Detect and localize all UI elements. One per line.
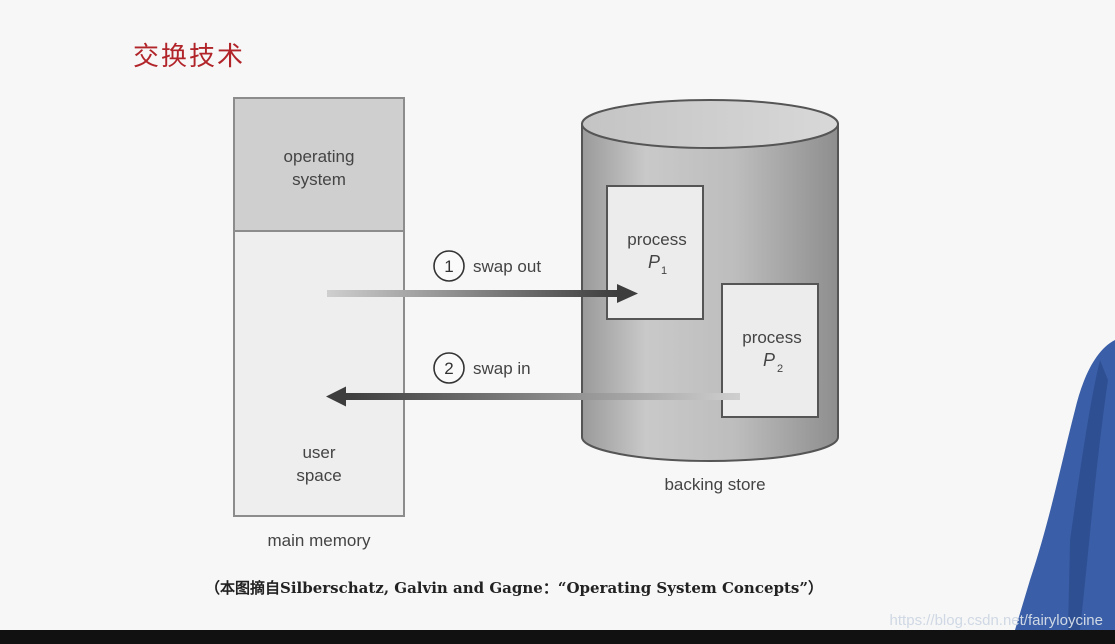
- main-memory-caption: main memory: [267, 531, 371, 550]
- main-memory-block: operating system user space: [233, 97, 405, 517]
- swap-out-arrow: [327, 284, 638, 303]
- slide-title: 交换技术: [133, 42, 246, 72]
- step-2-number: 2: [444, 359, 453, 378]
- swap-in-label-group: 2 swap in: [433, 352, 531, 384]
- process-p1-label: process: [627, 230, 687, 249]
- os-label-line1: operating: [283, 147, 355, 166]
- step-2-circle: [433, 352, 465, 384]
- step-1-circle: [433, 250, 465, 282]
- process-p2-name: P: [763, 350, 775, 370]
- user-space-label-line2: space: [296, 466, 342, 485]
- step-1-number: 1: [444, 257, 453, 276]
- process-p2-label: process: [742, 328, 802, 347]
- swap-diagram: process P 1 process P 2 1 swap out 2: [326, 99, 1115, 630]
- user-space-label-line1: user: [302, 443, 336, 462]
- presenter-figure: [1015, 340, 1115, 630]
- process-p1-box: process P 1: [606, 185, 704, 320]
- source-footnote: （本图摘自Silberschatz, Galvin and Gagne：“Ope…: [205, 579, 823, 597]
- blog-watermark: https://blog.csdn.net/fairyloycine: [889, 612, 1103, 629]
- backing-store-caption: backing store: [664, 475, 766, 494]
- process-p1-name: P: [648, 252, 660, 272]
- slide: 交换技术 operating system user space main me…: [0, 0, 1115, 630]
- os-label-line2: system: [292, 170, 346, 189]
- bottom-bar: [0, 630, 1115, 644]
- swap-in-label: swap in: [473, 359, 531, 378]
- process-p1-subscript: 1: [661, 265, 667, 277]
- swap-in-arrow: [326, 386, 740, 407]
- process-p2-subscript: 2: [777, 363, 783, 375]
- operating-system-region: operating system: [235, 99, 403, 232]
- swap-out-label: swap out: [473, 257, 541, 276]
- swap-out-label-group: 1 swap out: [433, 250, 541, 282]
